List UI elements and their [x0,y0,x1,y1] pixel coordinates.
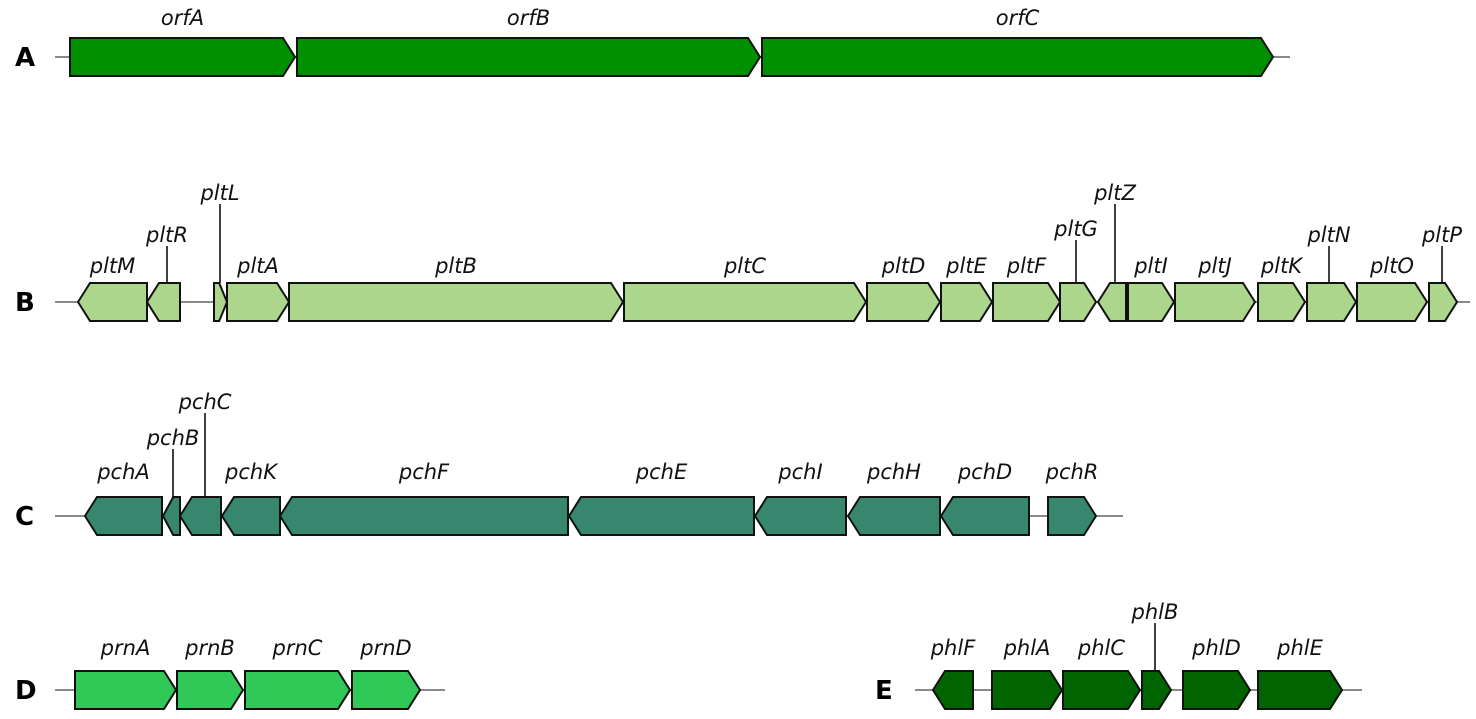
panel-label: D [15,676,37,706]
gene-label-pchR: pchR [1045,460,1099,484]
gene-label-pchD: pchD [957,460,1012,484]
gene-arrow-pltN [1306,282,1358,322]
gene-arrow-phlE [1257,670,1344,710]
gene-label-pltZ: pltZ [1093,181,1136,205]
gene-arrow-pltO [1356,282,1429,322]
gene-label-pchH: pchH [866,460,921,484]
gene-label-pltE: pltE [945,254,987,278]
gene-label-orfC: orfC [996,6,1040,30]
gene-arrow-orfC [761,37,1275,77]
gene-label-orfA: orfA [161,6,204,30]
gene-arrow-prnC [244,670,352,710]
gene-label-pchI: pchI [777,460,822,484]
gene-label-pchB: pchB [146,426,200,450]
gene-arrow-orfB [296,37,762,77]
gene-label-phlA: phlA [1003,636,1051,660]
gene-label-pchE: pchE [635,460,688,484]
panel-label: A [15,43,35,73]
gene-arrow-pltL [213,282,229,322]
gene-label-pltK: pltK [1260,254,1304,278]
gene-arrow-pchR [1047,496,1098,536]
gene-label-prnB: prnB [184,636,235,660]
gene-arrow-pchE [567,496,755,536]
gene-arrow-pltC [623,282,868,322]
gene-arrow-pchD [939,496,1030,536]
gene-arrow-pchK [220,496,281,536]
gene-label-pchF: pchF [398,460,450,484]
gene-arrow-pchI [753,496,847,536]
gene-arrow-phlA [991,670,1064,710]
gene-label-pltO: pltO [1369,254,1414,278]
gene-label-phlF: phlF [930,636,976,660]
gene-label-pltD: pltD [881,254,926,278]
gene-label-pltR: pltR [145,223,188,247]
gene-label-orfB: orfB [507,6,550,30]
gene-arrow-prnB [176,670,245,710]
gene-arrow-phlB [1141,670,1173,710]
gene-label-pchA: pchA [96,460,150,484]
gene-label-pltP: pltP [1421,223,1462,247]
gene-label-pltI: pltI [1133,254,1168,278]
gene-label-pltA: pltA [236,254,279,278]
gene-arrow-phlC [1062,670,1142,710]
panel-label: E [875,676,893,706]
gene-arrow-pchC [178,496,222,536]
gene-label-phlC: phlC [1077,636,1125,660]
gene-label-pchK: pchK [224,460,279,484]
gene-arrow-pltA [226,282,291,322]
gene-label-phlE: phlE [1276,636,1323,660]
gene-label-pltB: pltB [434,254,477,278]
gene-label-pltM: pltM [89,254,136,278]
gene-arrow-pltB [288,282,625,322]
gene-label-pltG: pltG [1053,217,1098,241]
gene-arrow-pltG [1059,282,1098,322]
gene-arrow-pltP [1428,282,1459,322]
gene-arrow-pchB [161,496,181,536]
gene-arrow-pltI [1127,282,1176,322]
gene-arrow-prnD [351,670,422,710]
gene-label-phlD: phlD [1191,636,1241,660]
gene-arrow-pltZ [1096,282,1127,322]
gene-arrow-pltD [866,282,942,322]
gene-arrow-pltE [940,282,994,322]
gene-arrow-pltF [992,282,1062,322]
panel-label: C [15,502,34,532]
gene-arrow-pltR [145,282,181,322]
panel-label: B [15,288,35,318]
gene-label-pchC: pchC [178,390,232,414]
gene-label-pltN: pltN [1306,223,1350,247]
gene-arrow-orfA [69,37,297,77]
gene-label-prnC: prnC [272,636,323,660]
gene-arrow-pltM [76,282,148,322]
gene-arrow-pltK [1257,282,1307,322]
gene-label-pltJ: pltJ [1197,254,1232,278]
gene-label-prnA: prnA [100,636,151,660]
gene-label-pltL: pltL [199,181,239,205]
gene-arrow-pchH [846,496,941,536]
gene-label-prnD: prnD [359,636,411,660]
gene-arrow-pltJ [1174,282,1257,322]
gene-arrow-prnA [74,670,178,710]
gene-label-pltC: pltC [723,254,766,278]
gene-label-phlB: phlB [1131,600,1179,624]
gene-arrow-phlF [931,670,974,710]
gene-arrow-pchA [83,496,163,536]
gene-label-pltF: pltF [1006,254,1047,278]
gene-arrow-pchF [278,496,569,536]
gene-arrow-phlD [1182,670,1252,710]
